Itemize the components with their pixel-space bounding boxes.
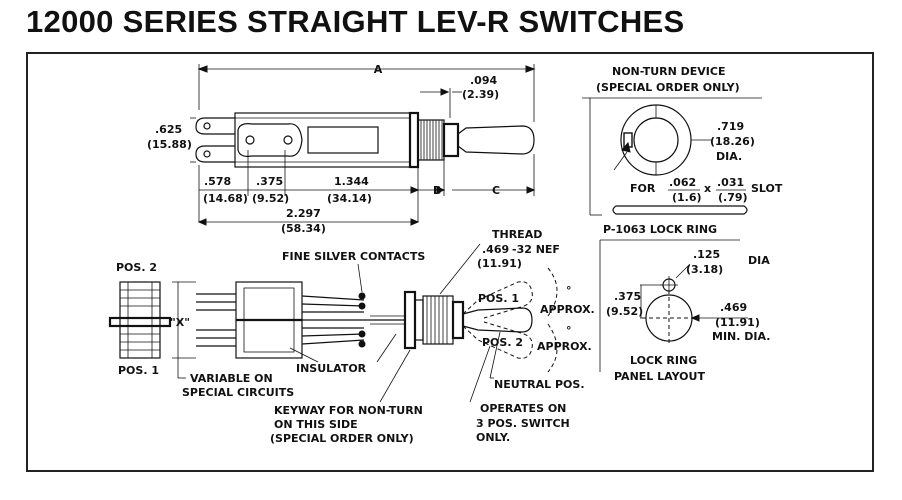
side-view: "X"	[170, 228, 595, 445]
dim-c-label: C	[492, 184, 500, 197]
dim-2297-mm-label: (58.34)	[281, 222, 326, 235]
non-turn-title-2: (SPECIAL ORDER ONLY)	[596, 81, 740, 94]
side-bushing	[422, 295, 454, 345]
variable-label-2: SPECIAL CIRCUITS	[182, 386, 294, 399]
dim-125-mm-label: (3.18)	[686, 263, 723, 276]
dim-719-label: .719	[717, 120, 744, 133]
dim-469-min-dia-label: MIN. DIA.	[712, 330, 770, 343]
switch-body-outline	[234, 112, 411, 168]
non-turn-title-1: NON-TURN DEVICE	[612, 65, 726, 78]
pos1-label: POS. 1	[118, 364, 159, 377]
neutral-label: NEUTRAL POS.	[494, 378, 585, 391]
non-turn-device: NON-TURN DEVICE (SPECIAL ORDER ONLY) .71…	[582, 65, 783, 236]
lock-ring-label: P-1063 LOCK RING	[603, 223, 717, 236]
panel-caption-1: LOCK RING	[630, 354, 697, 367]
actuator-window	[307, 126, 379, 154]
dim-b-label: B	[433, 184, 441, 197]
lever-neutral	[462, 307, 533, 333]
dim-125-label: .125	[693, 248, 720, 261]
lever-pos2-label: POS. 2	[482, 336, 523, 349]
lock-nut	[442, 122, 460, 158]
dim-094-mm-label: (2.39)	[462, 88, 499, 101]
threaded-bushing	[417, 119, 445, 161]
dim-375-mm-label: (9.52)	[252, 192, 289, 205]
mounting-flange	[408, 111, 420, 169]
dim-375-label: .375	[256, 175, 283, 188]
x-dim-label: "X"	[170, 316, 190, 329]
slot-062-label: .062	[669, 176, 696, 189]
side-flange	[403, 290, 417, 350]
operates-label-1: OPERATES ON	[480, 402, 566, 415]
contact-1	[358, 292, 366, 300]
dim-625-label: .625	[155, 123, 182, 136]
dim-1344-mm-label: (34.14)	[327, 192, 372, 205]
page-title: 12000 SERIES STRAIGHT LEV-R SWITCHES	[26, 4, 685, 39]
dim-375-label: .375	[614, 290, 641, 303]
keyway-label-2: ON THIS SIDE	[274, 418, 358, 431]
dim-578-label: .578	[204, 175, 231, 188]
thread-spec-label: -32 NEF	[512, 243, 560, 256]
dim-719-dia-label: DIA.	[716, 150, 742, 163]
dim-375-mm-label: (9.52)	[606, 305, 643, 318]
keyway-label-1: KEYWAY FOR NON-TURN	[274, 404, 423, 417]
panel-layout: .125 (3.18) DIA .375 (9.52) .469 (11.91)…	[599, 239, 770, 383]
terminal-lug-top	[195, 117, 235, 135]
dim-a-label: A	[374, 63, 383, 76]
angle-bottom-label: °	[566, 324, 572, 337]
top-view: A .094 (2.39) .625 (15.88) .578 (14.68) …	[147, 63, 536, 235]
dim-719-mm-label: (18.26)	[710, 135, 755, 148]
dim-625-mm-label: (15.88)	[147, 138, 192, 151]
end-view: POS. 2 POS. 1	[108, 261, 172, 377]
approx-label-1: APPROX.	[540, 303, 595, 316]
thread-label: THREAD	[492, 228, 542, 241]
dim-094-label: .094	[470, 74, 497, 87]
operates-label-2: 3 POS. SWITCH	[476, 417, 570, 430]
lever-handle	[457, 125, 535, 155]
dim-1344-label: 1.344	[334, 175, 369, 188]
fine-silver-label: FINE SILVER CONTACTS	[282, 250, 425, 263]
contact-4	[358, 340, 366, 348]
thread-mm-label: (11.91)	[477, 257, 522, 270]
dim-469-label: .469	[720, 301, 747, 314]
lever-pos1-label: POS. 1	[478, 292, 519, 305]
contact-2	[358, 302, 366, 310]
terminal-lug-bottom	[195, 145, 235, 163]
slot-x-label: x	[704, 182, 711, 195]
thread-469-label: .469	[482, 243, 509, 256]
pos2-label: POS. 2	[116, 261, 157, 274]
slot-031-label: .031	[717, 176, 744, 189]
angle-top-label: °	[566, 284, 572, 297]
panel-caption-2: PANEL LAYOUT	[614, 370, 705, 383]
lock-ring-edge	[612, 205, 748, 215]
contact-link	[237, 123, 303, 157]
rivet-2	[283, 135, 293, 145]
drawing-frame	[26, 52, 874, 472]
slot-062-mm-label: (1.6)	[672, 191, 702, 204]
end-view-body	[119, 281, 161, 359]
operates-label-3: ONLY.	[476, 431, 510, 444]
dim-469-mm-label: (11.91)	[715, 316, 760, 329]
slot-for-label: FOR	[630, 182, 656, 195]
dim-2297-label: 2.297	[286, 207, 321, 220]
dim-125-dia-label: DIA	[748, 254, 770, 267]
insulator-label: INSULATOR	[296, 362, 367, 375]
approx-label-2: APPROX.	[537, 340, 592, 353]
non-turn-inner-ring	[633, 117, 679, 163]
variable-label-1: VARIABLE ON	[190, 372, 273, 385]
lever-pos2	[462, 321, 533, 359]
slot-label: SLOT	[751, 182, 783, 195]
dim-578-mm-label: (14.68)	[203, 192, 248, 205]
rivet-1	[245, 135, 255, 145]
lever-pos1	[462, 281, 533, 319]
keyway-label-3: (SPECIAL ORDER ONLY)	[270, 432, 414, 445]
contact-3	[358, 330, 366, 338]
slot-031-mm-label: (.79)	[718, 191, 748, 204]
